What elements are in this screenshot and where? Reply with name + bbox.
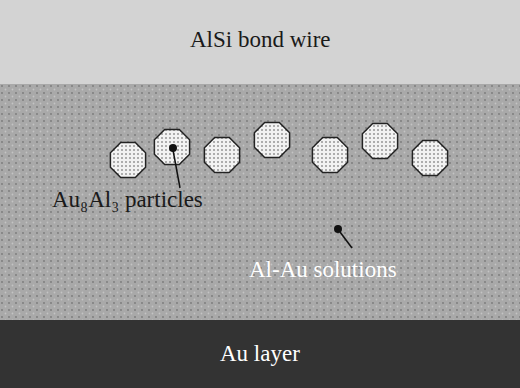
solution-region <box>0 84 520 320</box>
au8al3-particle <box>154 129 189 164</box>
au8al3-particle <box>204 137 239 172</box>
au8al3-particle <box>254 122 289 157</box>
bond-wire-layer: AlSi bond wire <box>0 0 520 84</box>
leader-line <box>173 150 180 188</box>
particle-label: Au₈Al₃ particles <box>52 187 203 212</box>
au8al3-particle <box>312 137 347 172</box>
au8al3-particle <box>362 123 397 158</box>
particle-group <box>110 122 447 177</box>
au-layer: Au layer <box>0 320 520 388</box>
layer-label: AlSi bond wire <box>190 27 331 52</box>
layer-label: Au layer <box>220 341 300 366</box>
bond-wire-band <box>0 0 520 84</box>
au-layer-band <box>0 320 520 388</box>
leader-dot <box>334 225 342 233</box>
leader-dot <box>169 144 177 152</box>
au8al3-particle <box>412 140 447 175</box>
layer-label: Al-Au solutions <box>249 257 397 282</box>
leader-line <box>340 232 352 248</box>
au8al3-particle <box>110 142 145 177</box>
